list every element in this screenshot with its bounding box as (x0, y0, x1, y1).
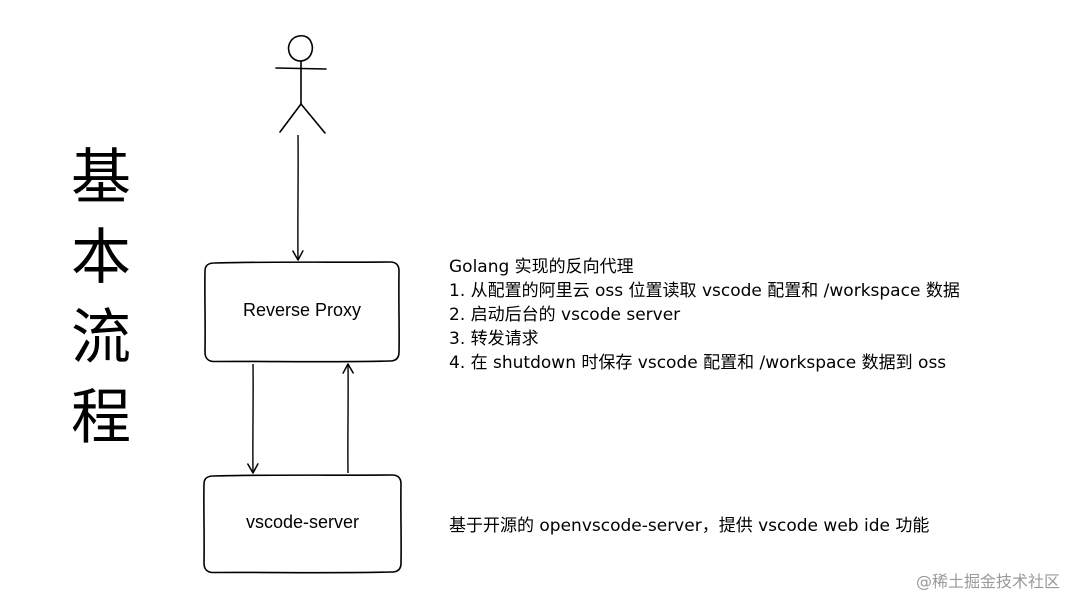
title-char: 程 (71, 383, 131, 453)
title-char: 本 (71, 223, 131, 293)
user-head (287, 34, 314, 62)
reverse-proxy-box (204, 261, 400, 363)
title-char: 基 (71, 143, 131, 213)
proxy-note-line: 3. 转发请求 (449, 329, 539, 349)
server-note: 基于开源的 openvscode-server，提供 vscode web id… (449, 516, 930, 536)
user-left-leg (279, 103, 302, 133)
proxy-note-line: Golang 实现的反向代理 (449, 257, 634, 277)
user-right-leg (300, 103, 326, 134)
watermark: @稀土掘金技术社区 (915, 572, 1060, 591)
title-char: 流 (71, 303, 131, 373)
reverse-proxy-label: Reverse Proxy (242, 300, 362, 320)
vertical-title: 基 本 流 程 (66, 138, 136, 458)
stick-figure-user-icon (275, 34, 327, 134)
proxy-notes: Golang 实现的反向代理 1. 从配置的阿里云 oss 位置读取 vscod… (449, 255, 960, 375)
vscode-server-box (203, 474, 402, 574)
vscode-server-label: vscode-server (245, 512, 360, 532)
proxy-note-line: 1. 从配置的阿里云 oss 位置读取 vscode 配置和 /workspac… (449, 281, 960, 301)
proxy-note-line: 4. 在 shutdown 时保存 vscode 配置和 /workspace … (449, 353, 947, 373)
user-arms (275, 67, 327, 70)
proxy-note-line: 2. 启动后台的 vscode server (449, 305, 681, 325)
